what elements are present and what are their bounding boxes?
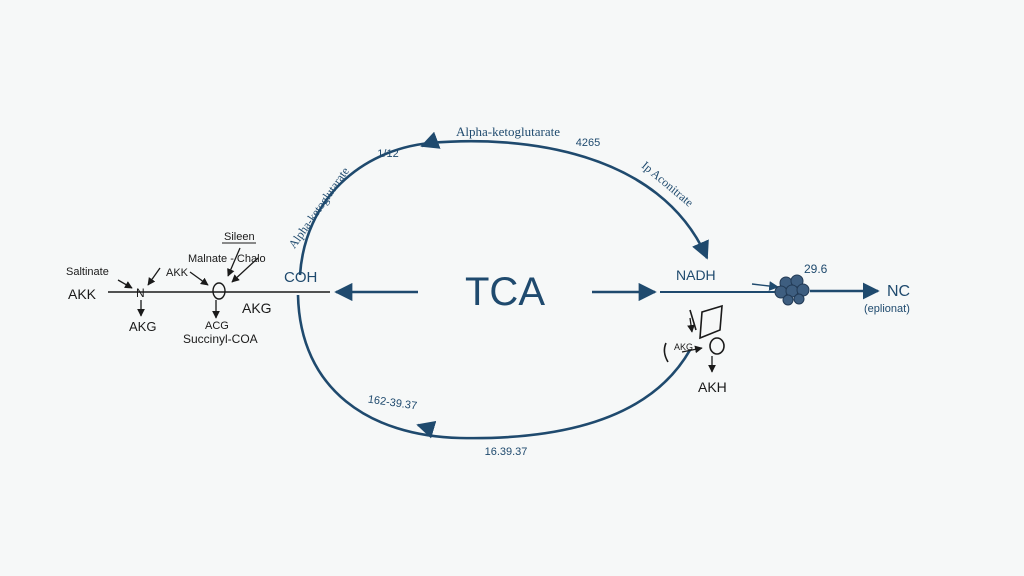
akg-small-label: AKG [674,342,693,352]
akh-label: AKH [698,379,727,395]
acg-label: ACG [205,320,229,332]
malate-label: Malnate - Chalo [188,253,266,265]
akg-right-label: AKG [242,300,272,316]
cycle-arc-top [298,139,709,276]
bottom-number: 16.39.37 [485,446,528,458]
ring-icon [212,282,226,300]
bottom-left-number: 162-39.37 [367,394,418,413]
top-label: Alpha-ketoglutarate [456,124,560,139]
arrow-icon [681,345,703,354]
akk-label: AKK [68,286,97,302]
arrow-icon [117,279,133,289]
value-label: 29.6 [804,262,828,276]
sileen-label: Sileen [224,231,255,243]
akg-below-n-label: AKG [129,319,156,334]
n-label: N [136,286,145,300]
nc-label: NC [887,283,910,300]
ring-icon [663,304,725,363]
cycle-arc-bottom [296,294,692,440]
top-left-number: 1/12 [377,148,398,160]
arrow-icon [416,420,437,439]
nadh-label: NADH [676,267,716,283]
nc-sub-label: (eplionat) [864,303,910,315]
arrow-icon [420,131,441,149]
arrow-icon [147,267,161,286]
center-title: TCA [465,270,545,314]
top-right-number: 4265 [576,137,600,149]
arrow-icon [227,247,241,277]
left-arc-label: Alpha-ketoglutarate [285,164,352,251]
succinyl-label: Succinyl-COA [183,332,258,346]
molecule-cluster-icon [774,274,810,306]
saltinate-label: Saltinate [66,266,109,278]
arrow-icon [189,271,209,286]
arrow-icon [687,317,695,333]
akk-small-label: AKK [166,267,189,279]
coh-label: COH [284,269,317,286]
arrow-icon [751,281,779,291]
arrow-icon [231,257,259,283]
